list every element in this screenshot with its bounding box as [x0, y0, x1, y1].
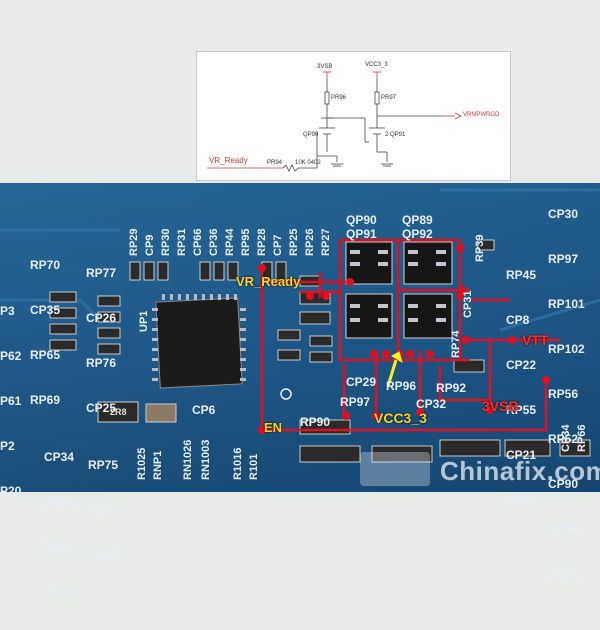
silk-up1: UP1 [138, 310, 150, 332]
sch-label-10k: 10K 0402 [295, 160, 321, 166]
silk-bottom-col: RP75 CP24 RP24 [88, 458, 119, 562]
silk-rp96: RP96 [386, 379, 417, 393]
silk-right-col2: RP97 RP101 RP102 RP56 RP52 CP90 RP91 CP6… [548, 252, 585, 581]
schematic-inset: 3VSB VCC3_3 PR96 PR97 QP90 2 QP91 VR_Rea… [196, 51, 511, 181]
schematic-drawing [207, 71, 462, 172]
sch-label-3vsb: 3VSB [317, 64, 333, 70]
silk-cp32: CP32 [416, 397, 447, 411]
ic-up1 [152, 294, 246, 389]
silk-cp31: CP31 [462, 290, 474, 318]
photo-scene: RP70 CP35 RP65 RP69 P3 P62 P61 P2 P20 RP… [0, 51, 600, 599]
silk-rp97: RP97 [340, 395, 371, 409]
silk-left-col: RP70 CP35 RP65 RP69 [30, 258, 61, 407]
annotation-vtt: VTT [522, 332, 549, 348]
sch-label-vr-ready: VR_Ready [209, 156, 248, 165]
board-graphics [0, 183, 600, 492]
sch-label-vcc3-3: VCC3_3 [365, 62, 388, 68]
silk-qp91: QP91 [346, 227, 377, 241]
silk-rp92: RP92 [436, 381, 467, 395]
annotation-vr-ready: VR_Ready [236, 274, 301, 289]
watermark-logo [360, 452, 430, 486]
annotation-vcc3-3: VCC3_3 [374, 410, 427, 426]
silk-rp90: RP90 [300, 415, 331, 429]
silk-right-col: RP45 CP8 CP22 RP55 CP21 RP57 [506, 268, 537, 507]
annotation-en: EN [264, 420, 283, 435]
sch-label-vrmpwrgd: VRMPWRGD [463, 112, 500, 118]
silk-col2: RP77 CP26 RP76 CP25 [86, 266, 117, 415]
annotation-3vsb: 3VSB [482, 398, 519, 414]
silk-qp89: QP89 [402, 213, 433, 227]
silk-cp29: CP29 [346, 375, 377, 389]
silk-qp90: QP90 [346, 213, 377, 227]
silk-qp92: QP92 [402, 227, 433, 241]
sch-label-qp91: 2 QP91 [385, 132, 406, 138]
silk-chip-mark: 2R8 [110, 407, 127, 417]
sch-label-qp90: QP90 [303, 132, 319, 138]
silk-cp6: CP6 [192, 403, 216, 417]
silk-rp39: RP39 [474, 234, 486, 262]
silk-rp74: RP74 [450, 330, 462, 358]
sch-label-pr97: PR97 [381, 95, 397, 101]
sch-label-pr94: PR94 [267, 160, 283, 166]
watermark: Chinafix.com [440, 456, 600, 486]
arrow-indicator [386, 351, 403, 387]
sch-label-pr96: PR96 [331, 95, 347, 101]
silk-bottom-left: CP34 RP66 RP68 CP33 [44, 450, 75, 599]
silk-cp30: CP30 [548, 207, 579, 221]
silk-left-edge: P3 P62 P61 P2 P20 [0, 304, 22, 498]
